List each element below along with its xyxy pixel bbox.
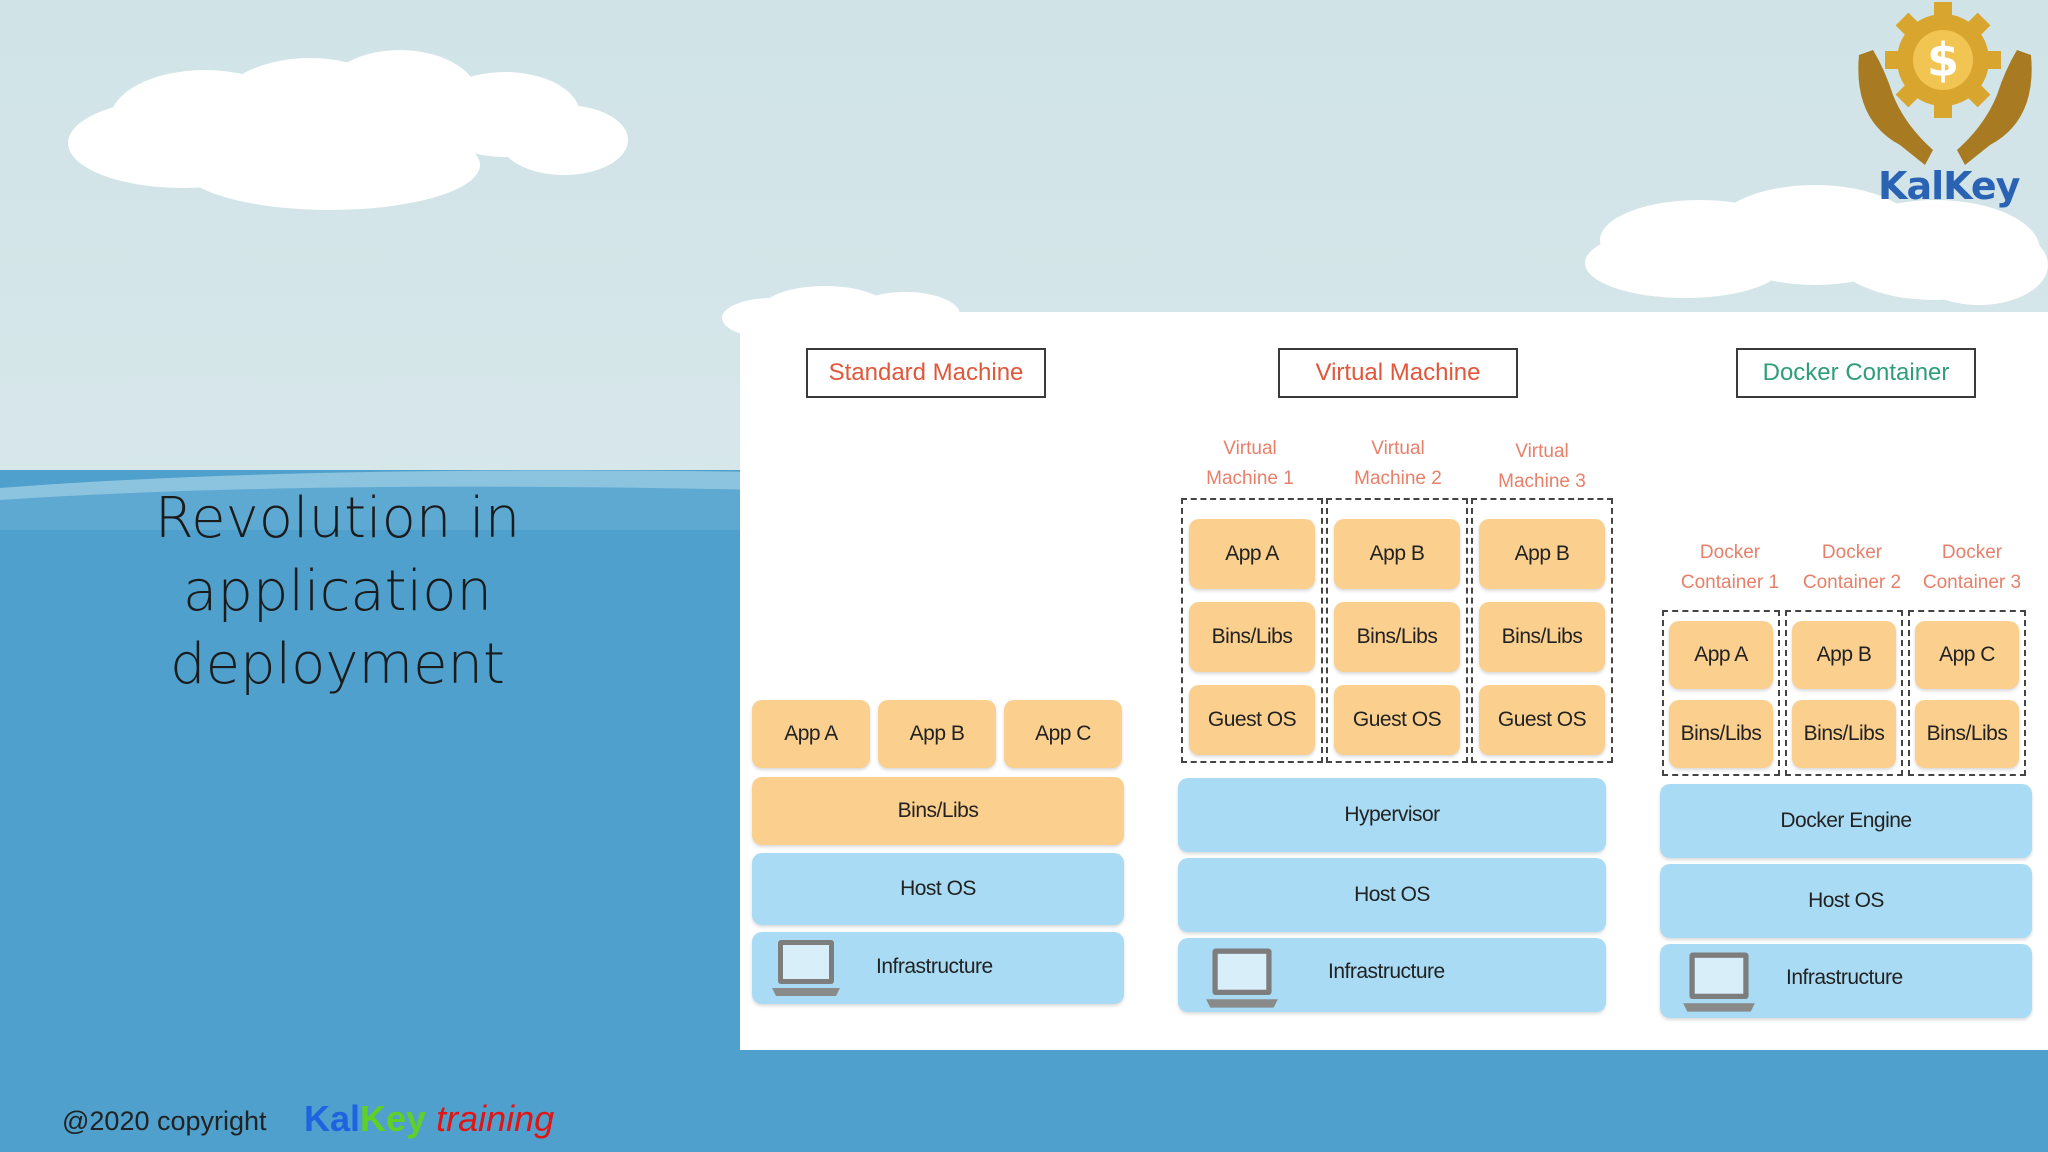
vm2-caption-line1: Virtual — [1371, 438, 1425, 459]
hypervisor: Hypervisor — [1178, 778, 1606, 852]
brand-training: training — [436, 1098, 555, 1139]
dc2-caption: Docker Container 2 — [1782, 538, 1922, 598]
vm1-app: App A — [1189, 519, 1315, 589]
vm3-caption-line1: Virtual — [1515, 441, 1569, 462]
copyright-text: @2020 copyright — [62, 1106, 267, 1136]
dc1-app: App A — [1669, 621, 1773, 689]
standard-bins-libs: Bins/Libs — [752, 777, 1124, 845]
vm3-caption: Virtual Machine 3 — [1472, 437, 1612, 497]
vm1-caption-line1: Virtual — [1223, 438, 1277, 459]
dc1-frame — [1662, 610, 1780, 776]
dc3-caption-line2: Container 3 — [1922, 572, 2022, 593]
vm2-app: App B — [1334, 519, 1460, 589]
dc3-frame — [1908, 610, 2026, 776]
docker-container-header: Docker Container — [1736, 348, 1976, 398]
vm2-caption-line2: Machine 2 — [1354, 468, 1442, 489]
dc3-caption: Docker Container 3 — [1902, 538, 2042, 598]
vm3-caption-line2: Machine 3 — [1498, 471, 1586, 492]
dc2-app: App B — [1792, 621, 1896, 689]
vm3-guest-os: Guest OS — [1479, 685, 1605, 755]
slide-title: Revolution in application deployment — [90, 482, 585, 701]
vm2-caption: Virtual Machine 2 — [1328, 434, 1468, 494]
laptop-icon — [1206, 948, 1278, 1008]
dc3-caption-line1: Docker — [1941, 542, 2003, 563]
docker-engine: Docker Engine — [1660, 784, 2032, 858]
vm3-app: App B — [1479, 519, 1605, 589]
vm-host-os: Host OS — [1178, 858, 1606, 932]
dc1-caption-line1: Docker — [1699, 542, 1761, 563]
dc2-caption-line1: Docker — [1821, 542, 1883, 563]
standard-machine-header: Standard Machine — [806, 348, 1046, 398]
dc3-app: App C — [1915, 621, 2019, 689]
logo-text: KalKey — [1878, 164, 2020, 208]
vm3-bins-libs: Bins/Libs — [1479, 602, 1605, 672]
brand-key: Key — [360, 1098, 427, 1139]
standard-app-c: App C — [1004, 700, 1122, 768]
virtual-machine-header: Virtual Machine — [1278, 348, 1518, 398]
docker-infrastructure-label: Infrastructure — [1786, 966, 1903, 989]
vm2-guest-os: Guest OS — [1334, 685, 1460, 755]
docker-host-os: Host OS — [1660, 864, 2032, 938]
vm1-guest-os: Guest OS — [1189, 685, 1315, 755]
title-line-1: Revolution in — [154, 486, 521, 551]
vm2-bins-libs: Bins/Libs — [1334, 602, 1460, 672]
dc1-bins-libs: Bins/Libs — [1669, 700, 1773, 768]
deployment-diagram: Standard Machine App A App B App C Bins/… — [740, 312, 2048, 1050]
vm1-bins-libs: Bins/Libs — [1189, 602, 1315, 672]
standard-app-a: App A — [752, 700, 870, 768]
dc2-caption-line2: Container 2 — [1802, 572, 1902, 593]
vm3-frame — [1471, 498, 1613, 763]
dc2-frame — [1785, 610, 1903, 776]
standard-host-os: Host OS — [752, 853, 1124, 925]
standard-app-b: App B — [878, 700, 996, 768]
laptop-icon — [772, 940, 840, 996]
standard-infrastructure-label: Infrastructure — [876, 955, 993, 978]
wave-shape — [0, 470, 760, 530]
dc1-caption-line2: Container 1 — [1680, 572, 1780, 593]
title-line-3: deployment — [170, 632, 505, 697]
kalkey-logo-icon: $ — [1858, 2, 2032, 165]
vm1-caption: Virtual Machine 1 — [1180, 434, 1320, 494]
dc1-caption: Docker Container 1 — [1660, 538, 1800, 598]
vm1-frame — [1181, 498, 1323, 763]
vm2-frame — [1326, 498, 1468, 763]
laptop-icon — [1683, 952, 1755, 1012]
vm-infrastructure-label: Infrastructure — [1328, 960, 1445, 983]
vm1-caption-line2: Machine 1 — [1206, 468, 1294, 489]
title-line-2: application — [183, 559, 492, 624]
brand-kal: Kal — [304, 1098, 361, 1139]
dc3-bins-libs: Bins/Libs — [1915, 700, 2019, 768]
dc2-bins-libs: Bins/Libs — [1792, 700, 1896, 768]
svg-text:$: $ — [1927, 33, 1959, 87]
